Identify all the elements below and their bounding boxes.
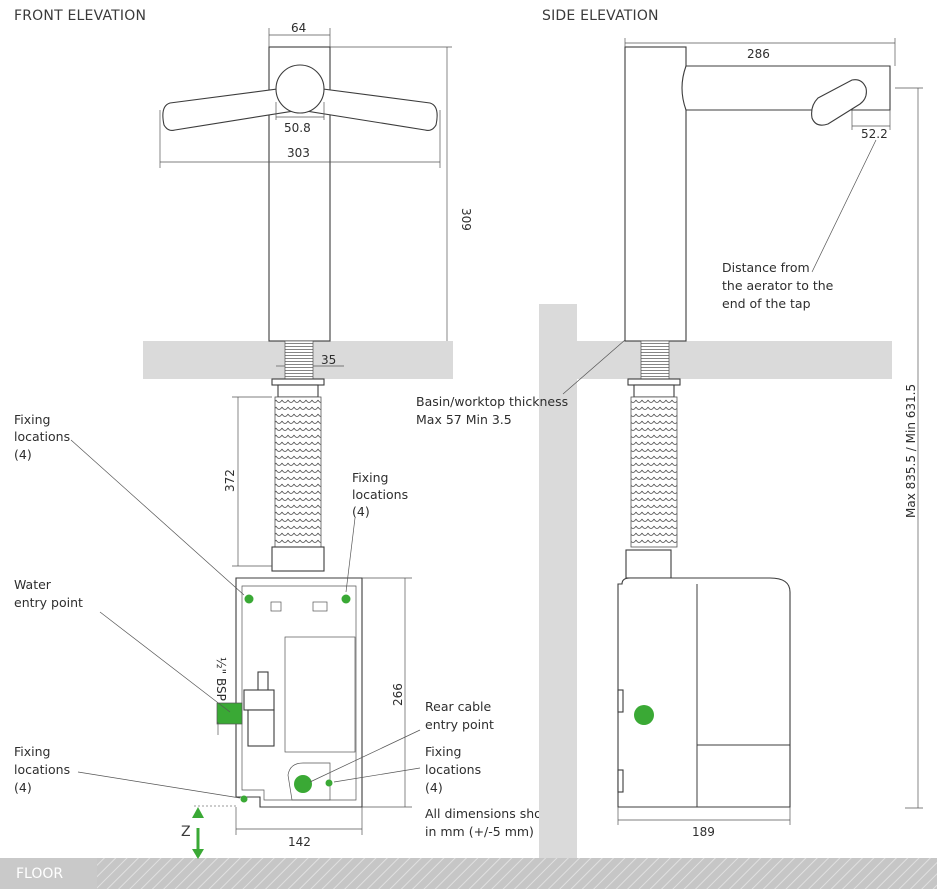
water-entry-label: Water entry point <box>14 577 83 610</box>
fixing-label-4: Fixing locations (4) <box>425 744 485 795</box>
fixing-point-top-right <box>341 594 351 604</box>
all-dimensions-note: All dimensions shown in mm (+/-5 mm) <box>425 806 564 839</box>
front-panel <box>284 636 356 753</box>
fixing-label-2: Fixing locations (4) <box>352 470 412 519</box>
fixing-point-bottom-right <box>325 779 333 787</box>
front-elevation-title: FRONT ELEVATION <box>14 8 146 24</box>
rear-cable-entry <box>294 775 312 793</box>
fixing-label-1: Fixing locations (4) <box>14 412 74 462</box>
dim-box-height: 266 <box>391 683 405 706</box>
floor-label: FLOOR <box>16 866 63 882</box>
dim-max-min: Max 835.5 / Min 631.5 <box>904 384 918 518</box>
dim-hub: 50.8 <box>284 121 311 135</box>
front-right-arm <box>299 85 438 131</box>
dim-span: 303 <box>287 146 310 160</box>
dim-hose: 372 <box>223 469 237 492</box>
front-left-arm <box>162 85 301 131</box>
front-hub <box>275 64 325 114</box>
front-thread <box>284 340 314 380</box>
dim-aerator: 52.2 <box>861 127 888 141</box>
front-elevation: 64 50.8 303 309 35 372 <box>70 21 473 859</box>
floor: FLOOR <box>0 858 937 889</box>
side-cable-entry <box>634 705 654 725</box>
side-tap-body <box>624 46 687 342</box>
side-thread <box>640 340 670 380</box>
side-control-box <box>617 577 791 808</box>
dim-top-width: 64 <box>291 21 306 35</box>
side-elevation: 286 52.2 Max 835.5 / Min 631.5 189 <box>539 38 923 858</box>
dim-box-depth: 189 <box>692 825 715 839</box>
fixing-point-top-left <box>244 594 254 604</box>
dim-box-width: 142 <box>288 835 311 849</box>
side-worktop <box>539 341 892 379</box>
aerator-note-label: Distance from the aerator to the end of … <box>722 260 837 311</box>
side-elevation-title: SIDE ELEVATION <box>542 8 659 24</box>
side-wall <box>539 304 577 858</box>
dim-side-length: 286 <box>747 47 770 61</box>
basin-thickness-label: Basin/worktop thickness Max 57 Min 3.5 <box>416 394 572 427</box>
z-label: Z <box>181 824 191 840</box>
dim-bsp: ½" BSP <box>214 657 228 701</box>
fixing-point-bottom-left <box>240 795 248 803</box>
dim-height: 309 <box>459 208 473 231</box>
side-handle <box>811 79 867 126</box>
rear-cable-label: Rear cable entry point <box>425 699 495 732</box>
fixing-label-3: Fixing locations (4) <box>14 744 74 795</box>
side-hose <box>630 396 678 548</box>
dim-thread: 35 <box>321 353 336 367</box>
front-hose <box>274 396 322 548</box>
water-entry-point <box>216 702 243 725</box>
